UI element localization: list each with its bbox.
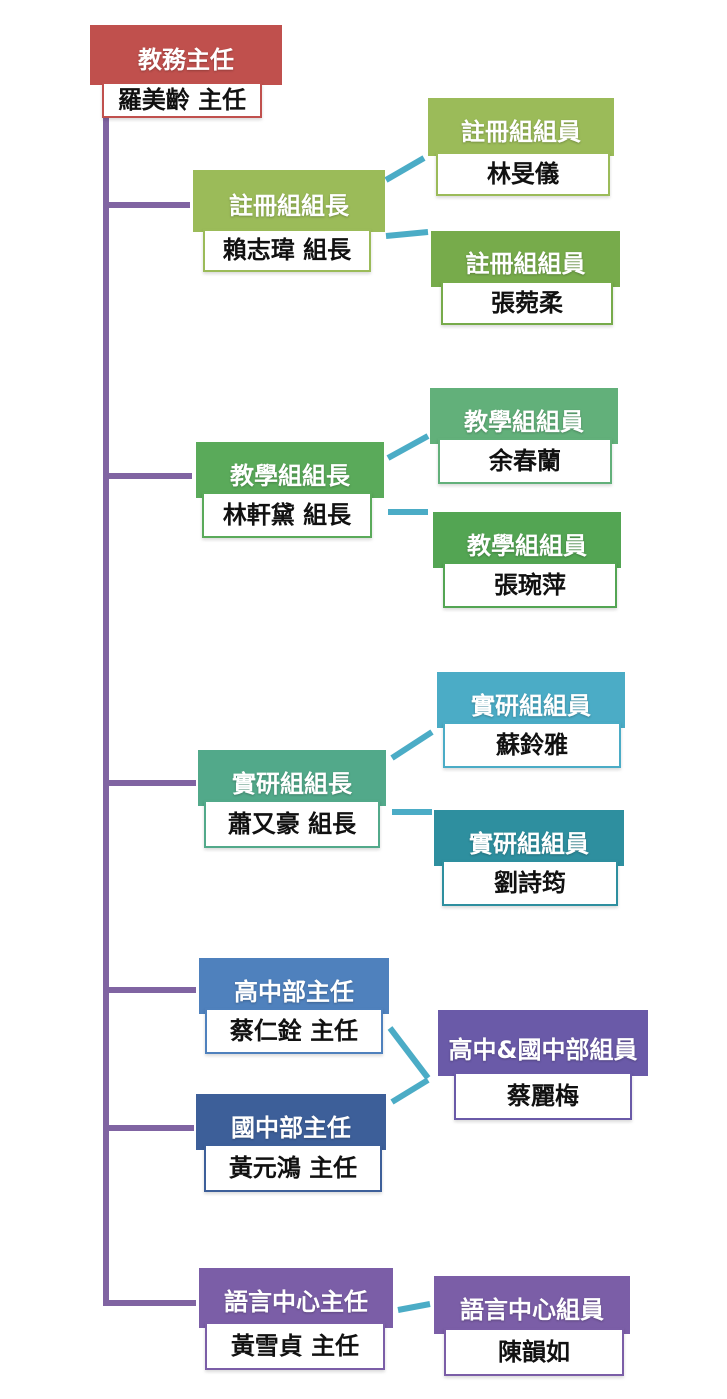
teaching-member-1-title: 教學組組員 [464, 408, 584, 436]
language-staff-title-box [434, 1276, 630, 1334]
research-member-1-title-box [437, 672, 625, 728]
teaching-member-1-node: 教學組組員 余春蘭 [430, 388, 618, 484]
teaching-head-title-box [196, 442, 384, 498]
division-staff-title-box [438, 1010, 648, 1076]
registration-member-2-name: 張菀柔 [441, 281, 613, 325]
director-title: 教務主任 [138, 46, 234, 74]
teaching-member-2-title-box [433, 512, 621, 568]
teaching-head-name: 林軒黛 組長 [202, 492, 372, 538]
registration-member-1-node: 註冊組組員 林旻儀 [428, 98, 614, 198]
teaching-member-2-title: 教學組組員 [467, 532, 587, 560]
teaching-head-node: 教學組組長 林軒黛 組長 [196, 442, 384, 538]
link-research-1 [390, 729, 434, 761]
junior-high-head-title-box [196, 1094, 386, 1150]
research-head-node: 實研組組長 蕭又豪 組長 [198, 750, 386, 848]
language-staff-name: 陳韻如 [444, 1328, 624, 1376]
junior-high-head-node: 國中部主任 黃元鴻 主任 [196, 1094, 386, 1192]
link-teaching-1 [386, 433, 430, 461]
registration-head-name: 賴志瑋 組長 [203, 229, 371, 272]
teaching-member-2-name: 張琬萍 [443, 562, 617, 608]
senior-high-head-title: 高中部主任 [234, 978, 354, 1006]
junior-high-head-title: 國中部主任 [231, 1114, 351, 1142]
research-head-title: 實研組組長 [232, 770, 352, 798]
language-head-node: 語言中心主任 黃雪貞 主任 [199, 1268, 393, 1370]
language-head-title: 語言中心主任 [224, 1288, 368, 1316]
division-staff-name: 蔡麗梅 [454, 1072, 632, 1120]
research-member-1-title: 實研組組員 [471, 692, 591, 720]
junior-high-head-name: 黃元鴻 主任 [204, 1144, 382, 1192]
teaching-head-title: 教學組組長 [230, 462, 350, 490]
director-name: 羅美齡 主任 [102, 82, 262, 118]
research-head-name: 蕭又豪 組長 [204, 800, 380, 848]
language-head-name: 黃雪貞 主任 [205, 1322, 385, 1370]
registration-member-1-title: 註冊組組員 [461, 118, 581, 146]
registration-member-2-title: 註冊組組員 [465, 250, 586, 278]
research-head-title-box [198, 750, 386, 806]
registration-member-1-title-box [428, 98, 614, 156]
research-member-2-title: 實研組組員 [469, 830, 589, 858]
link-language [397, 1301, 431, 1313]
registration-head-title-box [193, 170, 385, 232]
link-registration-2 [385, 229, 429, 239]
link-registration-1 [384, 155, 426, 183]
senior-high-head-title-box [199, 958, 389, 1014]
registration-member-2-node: 註冊組組員 張菀柔 [431, 231, 620, 325]
senior-high-head-node: 高中部主任 蔡仁銓 主任 [199, 958, 389, 1054]
language-staff-title: 語言中心組員 [460, 1296, 604, 1324]
registration-member-2-title-box [431, 231, 620, 287]
research-member-2-name: 劉詩筠 [442, 860, 618, 906]
director-node: 教務主任 羅美齡 主任 [90, 25, 282, 118]
link-senior-high [387, 1026, 431, 1080]
research-member-1-name: 蘇鈴雅 [443, 722, 621, 768]
registration-head-node: 註冊組組長 賴志瑋 組長 [193, 170, 385, 272]
registration-head-title: 註冊組組長 [229, 192, 349, 220]
division-staff-node: 高中&國中部組員 蔡麗梅 [438, 1010, 648, 1120]
registration-member-1-name: 林旻儀 [436, 152, 610, 196]
link-junior-high [390, 1077, 430, 1105]
language-staff-node: 語言中心組員 陳韻如 [434, 1276, 630, 1376]
teaching-member-1-title-box [430, 388, 618, 444]
research-member-2-node: 實研組組員 劉詩筠 [434, 810, 624, 906]
teaching-member-1-name: 余春蘭 [438, 438, 612, 484]
language-head-title-box [199, 1268, 393, 1328]
research-member-2-title-box [434, 810, 624, 866]
teaching-member-2-node: 教學組組員 張琬萍 [433, 512, 621, 608]
director-title-box [90, 25, 282, 85]
division-staff-title: 高中&國中部組員 [448, 1036, 638, 1064]
senior-high-head-name: 蔡仁銓 主任 [205, 1008, 383, 1054]
research-member-1-node: 實研組組員 蘇鈴雅 [437, 672, 625, 768]
